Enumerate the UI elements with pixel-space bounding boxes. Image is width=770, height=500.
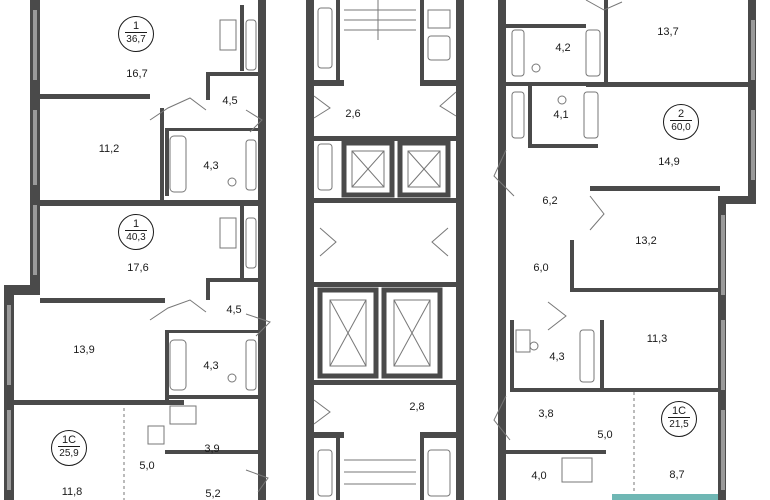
balcony-accent bbox=[612, 494, 718, 500]
room-area: 4,1 bbox=[553, 109, 569, 121]
room-area: 17,6 bbox=[127, 262, 149, 274]
elevator-crosses bbox=[329, 150, 441, 367]
room-area: 11,8 bbox=[61, 486, 83, 498]
room-area: 8,7 bbox=[669, 469, 685, 481]
room-area: 4,3 bbox=[549, 351, 565, 363]
room-area: 2,6 bbox=[345, 108, 361, 120]
apartment-marker: 1С 21,5 bbox=[661, 401, 697, 437]
room-area: 11,3 bbox=[646, 333, 668, 345]
room-area: 5,0 bbox=[139, 460, 155, 472]
room-area: 13,7 bbox=[657, 26, 679, 38]
room-area: 3,8 bbox=[538, 408, 554, 420]
room-area: 2,8 bbox=[409, 401, 425, 413]
room-area: 4,3 bbox=[203, 160, 219, 172]
room-area: 13,9 bbox=[73, 344, 95, 356]
windows bbox=[7, 10, 755, 490]
room-area: 5,0 bbox=[597, 429, 613, 441]
exterior-walls bbox=[4, 0, 756, 500]
bathroom-fixtures bbox=[147, 7, 601, 497]
room-area: 13,2 bbox=[635, 235, 657, 247]
elevator-shafts bbox=[317, 140, 451, 379]
zone-dividers bbox=[123, 392, 635, 500]
room-area: 6,0 bbox=[533, 262, 549, 274]
room-area: 6,2 bbox=[542, 195, 558, 207]
apartment-marker: 1С 25,9 bbox=[51, 430, 87, 466]
room-area: 14,9 bbox=[658, 156, 680, 168]
room-area: 4,5 bbox=[222, 95, 238, 107]
room-area: 4,3 bbox=[203, 360, 219, 372]
room-area: 4,2 bbox=[555, 42, 571, 54]
door-swings bbox=[149, 0, 623, 493]
stairs bbox=[344, 0, 416, 485]
interior-walls bbox=[14, 0, 748, 500]
room-area: 16,7 bbox=[126, 68, 148, 80]
apartment-marker: 2 60,0 bbox=[663, 104, 699, 140]
room-area: 4,5 bbox=[226, 304, 242, 316]
apartment-marker: 1 40,3 bbox=[118, 214, 154, 250]
apartment-marker: 1 36,7 bbox=[118, 16, 154, 52]
room-area: 4,0 bbox=[531, 470, 547, 482]
room-area: 5,2 bbox=[205, 488, 221, 500]
room-area: 11,2 bbox=[98, 143, 120, 155]
room-area: 3,9 bbox=[204, 443, 220, 455]
